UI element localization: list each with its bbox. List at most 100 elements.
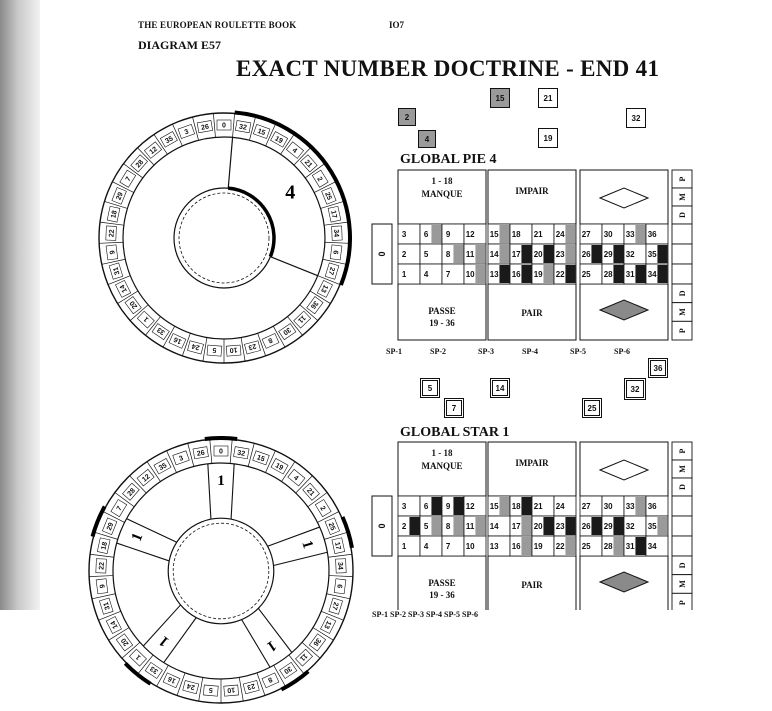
side-column-cell <box>671 243 693 265</box>
side-label-bottom: M <box>678 308 687 316</box>
grid-number: 32 <box>626 250 635 259</box>
top-square-2: 2 <box>398 108 416 126</box>
pocket-number: 28 <box>135 159 145 170</box>
grid-number: 18 <box>512 502 521 511</box>
sp-label: SP-4 <box>522 347 538 356</box>
book-title: THE EUROPEAN ROULETTE BOOK <box>138 20 297 30</box>
pocket-box <box>105 244 119 261</box>
pocket-number: 11 <box>298 652 308 662</box>
global-pie-title: GLOBAL PIE 4 <box>400 152 497 167</box>
pocket-number: 5 <box>209 686 214 693</box>
pocket-number: 17 <box>329 210 338 219</box>
pocket-divider <box>328 575 353 577</box>
pocket-divider <box>129 304 149 321</box>
pocket-box <box>153 458 172 475</box>
pocket-number: 25 <box>323 191 332 201</box>
pocket-box <box>196 120 213 134</box>
star-arc-outer <box>90 505 107 538</box>
top-box-1 <box>487 169 577 225</box>
pocket-number: 13 <box>322 619 332 629</box>
star-arc-outer <box>340 516 354 549</box>
top-square-32: 32 <box>626 108 646 128</box>
wheel-hub-dashes <box>172 522 270 620</box>
pocket-divider <box>295 475 313 494</box>
star-ray-label: 1 <box>156 632 172 649</box>
pocket-divider <box>280 134 295 155</box>
top-box-1 <box>487 441 577 497</box>
top-square-19: 19 <box>538 128 558 148</box>
pocket-number: 20 <box>129 299 139 310</box>
pocket-number: 36 <box>311 636 321 647</box>
grid-number: 10 <box>466 270 475 279</box>
pocket-divider <box>314 181 336 193</box>
diagram-label: DIAGRAM E57 <box>138 38 221 52</box>
pocket-number: 34 <box>336 562 343 570</box>
sector-edge <box>270 256 318 277</box>
pocket-number: 15 <box>256 454 266 463</box>
pocket-number: 3 <box>178 455 184 463</box>
pocket-box <box>324 262 340 280</box>
cell-marker <box>591 245 602 263</box>
label-pair: PAIR <box>521 308 543 318</box>
pocket-box <box>124 296 142 315</box>
cell-marker <box>565 537 576 555</box>
pocket-box <box>270 131 289 148</box>
sp-label: SP-6 <box>614 347 630 356</box>
pocket-divider <box>288 654 305 674</box>
side-cell-bottom <box>671 320 693 341</box>
pocket-divider <box>137 147 155 166</box>
pocket-box <box>182 680 200 695</box>
pocket-divider <box>281 461 296 482</box>
pocket-divider <box>108 627 130 641</box>
grid-number: 9 <box>446 230 451 239</box>
grid-number: 7 <box>446 542 451 551</box>
bottom-box-0 <box>397 283 487 341</box>
pocket-divider <box>265 450 276 473</box>
star-ray-edge <box>241 619 271 668</box>
pocket-box <box>300 154 318 173</box>
pocket-box <box>129 648 147 667</box>
pocket-divider <box>153 134 168 155</box>
top-square-4: 4 <box>418 130 436 148</box>
pocket-divider <box>117 290 139 304</box>
pocket-box <box>159 131 178 148</box>
pocket-box <box>177 124 196 139</box>
side-column-cell <box>671 535 693 557</box>
grid-number: 5 <box>424 522 429 531</box>
pocket-box <box>252 450 270 466</box>
cell-marker <box>565 245 576 263</box>
pocket-divider <box>121 642 141 659</box>
cell-marker <box>635 497 646 515</box>
pocket-number: 35 <box>164 135 174 145</box>
pocket-number: 31 <box>112 266 121 276</box>
grid-number: 26 <box>582 522 591 531</box>
pocket-box <box>235 120 252 134</box>
pocket-divider <box>312 627 334 641</box>
pocket-box <box>233 446 250 460</box>
pocket-box <box>115 279 132 298</box>
pocket-box <box>242 680 260 695</box>
grid-number: 33 <box>626 230 635 239</box>
pocket-number: 7 <box>125 176 133 183</box>
grid-number: 20 <box>534 250 543 259</box>
side-cell-bottom <box>671 592 693 610</box>
pocket-box <box>122 482 140 501</box>
grid-number: 12 <box>466 502 475 511</box>
pocket-box <box>105 616 122 634</box>
grid-number: 29 <box>604 250 613 259</box>
pocket-box <box>96 537 111 554</box>
middle-square-5: 5 <box>420 378 440 398</box>
pocket-box <box>136 468 155 487</box>
grid-number: 31 <box>626 270 635 279</box>
pocket-divider <box>247 443 255 467</box>
star-ray-label: 1 <box>217 473 225 489</box>
grid-number: 4 <box>424 542 429 551</box>
cell-marker <box>657 265 668 283</box>
grid-number: 5 <box>424 250 429 259</box>
pocket-box <box>270 458 289 475</box>
cell-marker <box>499 497 510 515</box>
sp-labels-line: SP-1 SP-2 SP-3 SP-4 SP-5 SP-6 <box>372 610 478 619</box>
cell-marker <box>521 245 532 263</box>
